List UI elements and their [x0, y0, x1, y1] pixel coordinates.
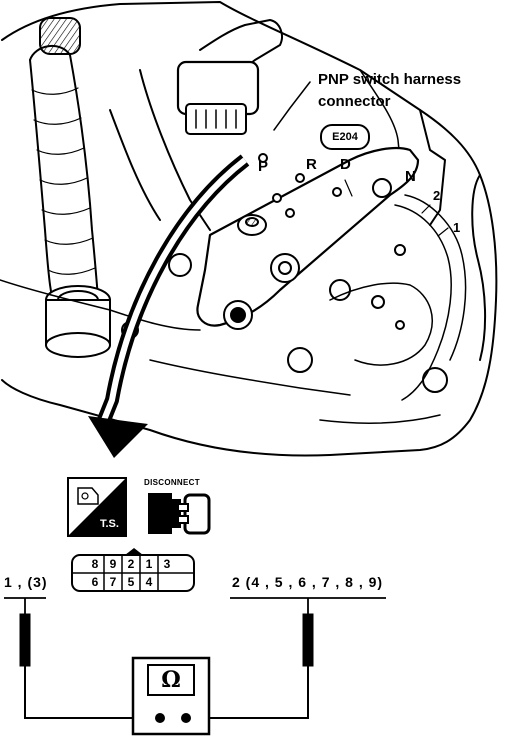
pin-top-3: 2 — [127, 557, 135, 571]
ts-icon — [67, 477, 127, 537]
position-r-label: R — [306, 156, 317, 173]
part-2-label: 2 — [433, 188, 441, 203]
position-d-label: D — [340, 156, 351, 173]
position-n-label: N — [405, 168, 416, 185]
ts-label: T.S. — [100, 518, 119, 530]
pin-top-1: 8 — [91, 557, 99, 571]
left-probe-label: 1 , (3) — [4, 574, 48, 590]
pin-bottom-4: 4 — [145, 575, 153, 589]
pin-top-2: 9 — [109, 557, 117, 571]
pin-bottom-1: 6 — [91, 575, 99, 589]
pin-bottom-3: 5 — [127, 575, 135, 589]
ohm-symbol: Ω — [161, 667, 181, 693]
transmission-illustration — [0, 1, 498, 457]
probe-wiring — [4, 597, 386, 719]
callout-subtitle: connector — [318, 93, 391, 110]
ohmmeter-icon — [131, 656, 211, 736]
connector-face — [71, 548, 195, 592]
pin-top-5: 3 — [163, 557, 171, 571]
right-probe-label: 2 (4 , 5 , 6 , 7 , 8 , 9) — [232, 574, 384, 590]
connector-id-badge: E204 — [320, 124, 370, 150]
curved-arrow-icon — [88, 154, 250, 458]
part-1-label: 1 — [453, 220, 461, 235]
position-p-label: P — [258, 158, 269, 175]
pin-top-4: 1 — [145, 557, 153, 571]
disconnect-label: DISCONNECT — [144, 478, 200, 487]
callout-title: PNP switch harness — [318, 71, 462, 88]
pin-bottom-2: 7 — [109, 575, 117, 589]
disconnect-connector-icon — [148, 493, 211, 535]
